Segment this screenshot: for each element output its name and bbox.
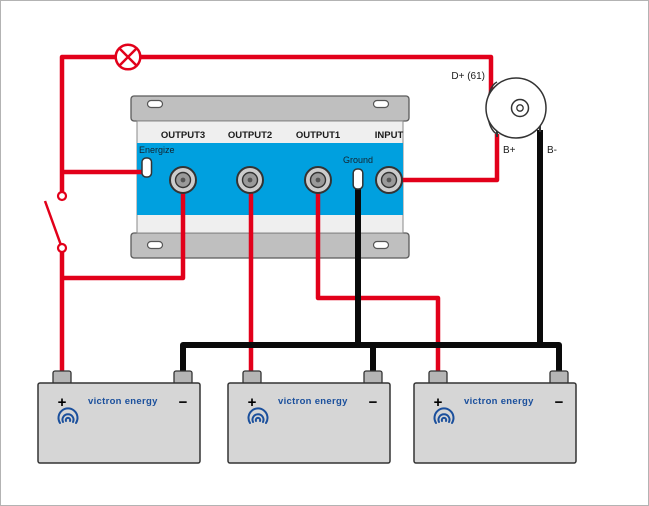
terminal-label-output3: OUTPUT3 [161, 130, 205, 141]
wire-input-to-alternator-bplus [389, 134, 500, 183]
lamp-x-mark [118, 47, 138, 67]
battery-positive-post [52, 370, 72, 385]
indicator-lamp-icon [114, 43, 142, 71]
mounting-slot-icon [372, 99, 390, 109]
victron-logo-icon [433, 407, 455, 424]
victron-brand-text: victron energy [464, 396, 534, 407]
terminal-label-output2: OUTPUT2 [228, 130, 272, 141]
battery-2: + − victron energy [227, 370, 391, 464]
wire-output1-to-battery3 [315, 190, 441, 377]
isolator-terminals: Energize Ground [139, 145, 403, 194]
terminal-output2 [236, 166, 264, 194]
victron-logo-icon [57, 407, 79, 424]
ground-connector [352, 168, 364, 190]
minus-sign: − [555, 394, 564, 411]
victron-brand-text: victron energy [278, 396, 348, 407]
battery-positive-post [242, 370, 262, 385]
victron-brand-text: victron energy [88, 396, 158, 407]
isolator-bottom-plate [130, 232, 410, 259]
wire-output3-to-battery1 [62, 190, 186, 281]
battery-negative-post [549, 370, 569, 385]
terminal-output1 [304, 166, 332, 194]
energize-connector [141, 157, 153, 178]
battery-box [413, 382, 577, 464]
dplus-label: D+ (61) [451, 71, 485, 82]
alternator: D+ (61) B+ B- [451, 71, 557, 156]
black-wiring [180, 130, 562, 372]
energize-label: Energize [139, 145, 175, 155]
terminal-input [375, 166, 403, 194]
mounting-slot-icon [372, 240, 390, 250]
ground-label: Ground [343, 155, 373, 165]
battery-box [37, 382, 201, 464]
battery-1: + − victron energy [37, 370, 201, 464]
battery-negative-post [363, 370, 383, 385]
wire-excite-loop [59, 54, 494, 192]
bminus-label: B- [547, 145, 557, 156]
terminal-output3 [169, 166, 197, 194]
plus-sign: + [434, 394, 443, 411]
isolator-top-plate [130, 95, 410, 122]
mounting-slot-icon [146, 99, 164, 109]
mounting-slot-icon [146, 240, 164, 250]
plus-sign: + [58, 394, 67, 411]
minus-sign: − [179, 394, 188, 411]
switch-contact-top [56, 190, 68, 202]
bplus-label: B+ [503, 145, 516, 156]
disconnect-switch-icon [43, 190, 68, 254]
victron-logo-icon [247, 407, 269, 424]
battery-negative-post [173, 370, 193, 385]
battery-positive-post [428, 370, 448, 385]
plus-sign: + [248, 394, 257, 411]
red-wiring [43, 43, 500, 377]
switch-blade [43, 200, 64, 249]
battery-3: + − victron energy [413, 370, 577, 464]
alternator-pulley-hub [516, 104, 524, 112]
battery-box [227, 382, 391, 464]
terminal-label-input: INPUT [375, 130, 404, 141]
minus-sign: − [369, 394, 378, 411]
terminal-label-output1: OUTPUT1 [296, 130, 341, 141]
switch-contact-bottom [56, 242, 68, 254]
